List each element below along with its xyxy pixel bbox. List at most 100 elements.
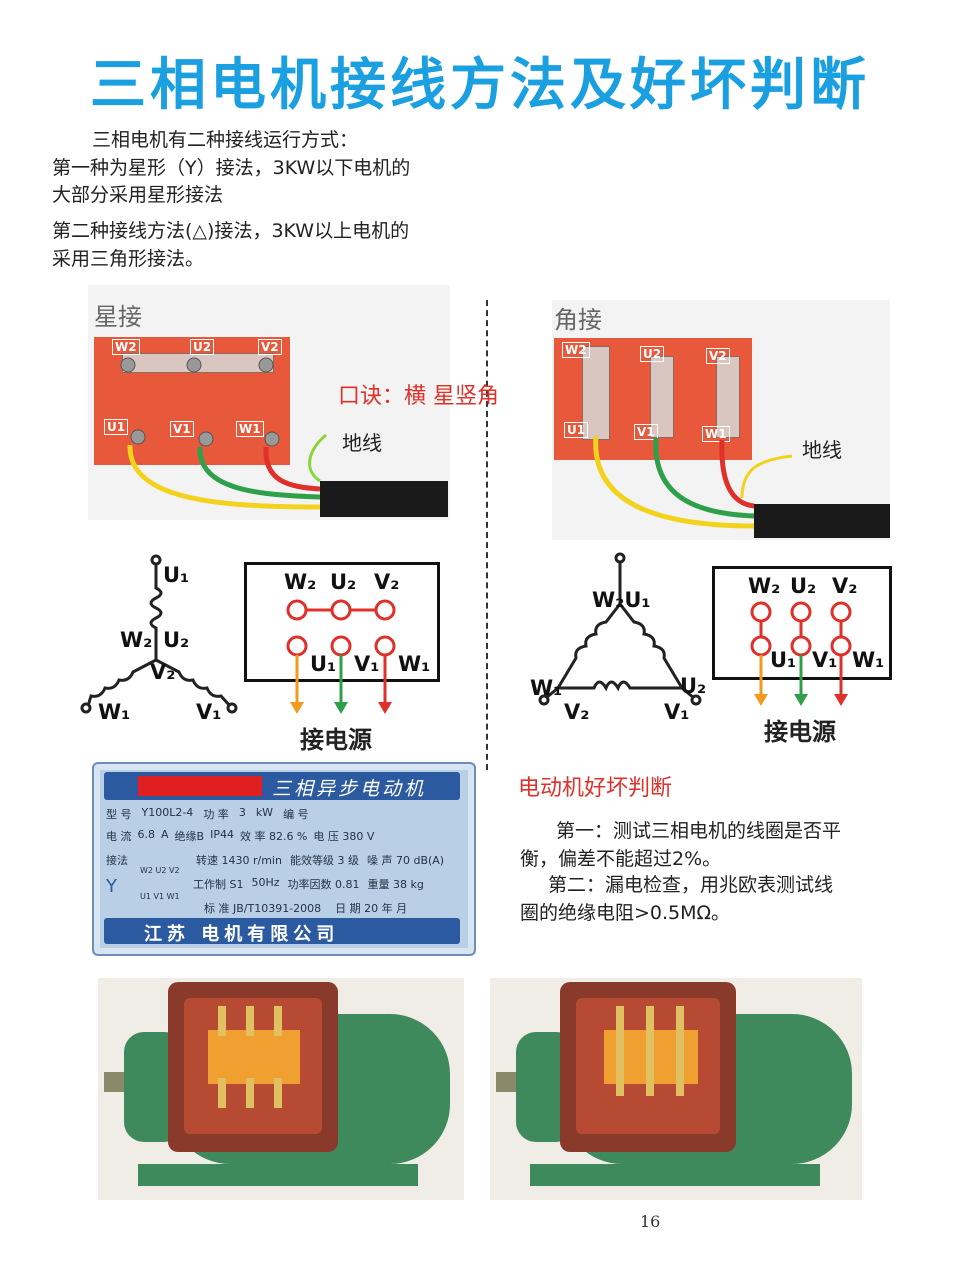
nameplate-field: 重量 38 kg	[367, 878, 424, 891]
nameplate-red-mark	[138, 776, 262, 796]
page-title: 三相电机接线方法及好坏判断	[90, 53, 870, 118]
delta-box-v1: V₁	[812, 648, 838, 672]
nameplate-field: kW	[255, 806, 274, 819]
delta-ground-label: 地线	[802, 438, 842, 462]
motor-photo-star	[98, 978, 464, 1200]
star-diag-w2: W₂	[120, 628, 153, 652]
nameplate-company: 江苏 电机有限公司	[144, 924, 340, 945]
nameplate-field: 转速 1430 r/min	[196, 854, 282, 867]
delta-label: 角接	[554, 306, 602, 334]
delta-diag-u2: U₂	[680, 674, 707, 698]
star-box-w1: W₁	[398, 652, 431, 676]
nameplate-field: 功 率	[203, 808, 229, 821]
star-schematic	[80, 554, 238, 714]
delta-link-3	[716, 356, 740, 438]
intro-line-4: 第二种接线方法(△)接法，3KW以上电机的	[52, 220, 410, 242]
delta-diag-w2u1: W₂U₁	[592, 588, 651, 612]
judge-p1-line1: 第一：测试三相电机的线圈是否平	[556, 820, 842, 842]
nameplate-field: Y	[106, 876, 117, 897]
star-box-w2: W₂	[284, 570, 317, 594]
nameplate-field: 50Hz	[251, 876, 280, 889]
nameplate-row-1: 型 号 Y100L2-4 功 率 3 kW 编 号	[106, 806, 462, 822]
nameplate-heading: 三相异步电动机	[272, 778, 427, 800]
delta-power-label: 接电源	[764, 718, 836, 746]
star-term-w2: W2	[112, 339, 140, 355]
delta-diag-v2: V₂	[564, 700, 590, 724]
nameplate-field: 型 号	[106, 808, 132, 821]
star-term-w1: W1	[236, 421, 264, 437]
nameplate-field: 标 准 JB/T10391-2008	[204, 902, 322, 915]
nameplate-footer: 江苏 电机有限公司	[104, 918, 460, 945]
section-divider	[486, 300, 488, 770]
nameplate-field: IP44	[210, 828, 234, 841]
nameplate-field: 电 流	[106, 830, 132, 843]
star-power-label: 接电源	[300, 726, 372, 754]
delta-box-w2: W₂	[748, 574, 781, 598]
nameplate-row-4: Y 工作制 S1 50Hz 功率因数 0.81 重量 38 kg	[106, 876, 462, 897]
nameplate-field: 工作制 S1	[193, 878, 244, 891]
intro-line-5: 采用三角形接法。	[52, 248, 205, 270]
star-diag-u1: U₁	[163, 563, 190, 587]
nameplate-field: 噪 声 70 dB(A)	[366, 854, 445, 867]
star-diag-w1: W₁	[98, 700, 131, 724]
nameplate-field: 功率因数 0.81	[287, 878, 360, 891]
delta-term-w2: W2	[562, 342, 590, 358]
star-term-u2: U2	[190, 339, 215, 355]
delta-link-1	[582, 346, 610, 440]
judge-heading: 电动机好坏判断	[518, 776, 673, 801]
nameplate-field: 能效等级 3 级	[289, 854, 359, 867]
star-box-v1: V₁	[354, 652, 380, 676]
delta-terminal-block: W2 U2 V2 U1 V1 W1	[554, 338, 752, 460]
nameplate-row-5: 标 准 JB/T10391-2008 日 期 20 年 月	[204, 900, 560, 916]
nameplate-field: 日 期 20 年 月	[335, 902, 408, 915]
delta-term-u2: U2	[640, 346, 665, 362]
nameplate-field: Y100L2-4	[141, 806, 194, 819]
delta-box-w1: W₁	[852, 648, 885, 672]
star-box-connections	[286, 599, 396, 714]
star-photo-panel: 星接 W2 U2 V2 U1 V1 W1 地线	[88, 285, 450, 520]
delta-box-v2: V₂	[832, 574, 858, 598]
nameplate-row-2: 电 流 6.8 A 绝缘B IP44 效 率 82.6 % 电 压 380 V	[106, 828, 462, 844]
intro-line-3: 大部分采用星形接法	[52, 184, 224, 206]
star-box-u1: U₁	[310, 652, 337, 676]
nameplate-field: A	[161, 828, 169, 841]
star-diag-u2: U₂	[163, 628, 190, 652]
star-diag-v1: V₁	[196, 700, 222, 724]
star-term-u1: U1	[104, 419, 129, 435]
intro-line-2: 第一种为星形（Y）接法，3KW以下电机的	[52, 157, 411, 179]
delta-diag-v1: V₁	[664, 700, 690, 724]
delta-term-v2: V2	[706, 348, 730, 364]
nameplate-field: 绝缘B	[174, 830, 205, 843]
nameplate-field: 接法	[106, 854, 128, 867]
star-diag-v2: V₂	[150, 660, 176, 684]
star-box-u2: U₂	[330, 570, 357, 594]
delta-box-u1: U₁	[770, 648, 797, 672]
star-term-v1: V1	[170, 421, 194, 437]
motor-illustration-star	[104, 982, 450, 1186]
star-term-v2: V2	[258, 339, 282, 355]
delta-term-v1: V1	[634, 424, 658, 440]
judge-p2-line2: 圈的绝缘电阻>0.5MΩ。	[520, 902, 731, 924]
motor-photo-delta	[490, 978, 862, 1200]
delta-diag-w1: W₁	[530, 676, 563, 700]
nameplate-field: 电 压 380 V	[313, 830, 375, 843]
judge-p1-line2: 衡，偏差不能超过2%。	[520, 848, 722, 870]
star-label: 星接	[94, 303, 142, 331]
delta-wires	[593, 435, 890, 538]
intro-line-1: 三相电机有二种接线运行方式：	[92, 129, 359, 151]
nameplate-field: 编 号	[283, 808, 309, 821]
delta-photo-panel: 角接 W2 U2 V2 U1 V1 W1 地线	[552, 300, 890, 540]
page-number: 16	[640, 1212, 661, 1231]
nameplate-banner: 三相异步电动机	[104, 772, 460, 800]
delta-box-connections	[750, 601, 852, 706]
motor-illustration-delta	[496, 982, 852, 1186]
judge-p2-line1: 第二：漏电检查，用兆欧表测试线	[548, 874, 834, 896]
delta-schematic	[538, 552, 702, 706]
nameplate-field: 6.8	[137, 828, 156, 841]
delta-term-w1: W1	[702, 426, 730, 442]
nameplate-terminals-bottom: U1 V1 W1	[140, 892, 180, 901]
star-wires	[120, 357, 448, 517]
star-box-v2: V₂	[374, 570, 400, 594]
nameplate-terminals-top: W2 U2 V2	[140, 866, 180, 875]
motor-nameplate: 三相异步电动机 型 号 Y100L2-4 功 率 3 kW 编 号 电 流 6.…	[92, 762, 476, 956]
